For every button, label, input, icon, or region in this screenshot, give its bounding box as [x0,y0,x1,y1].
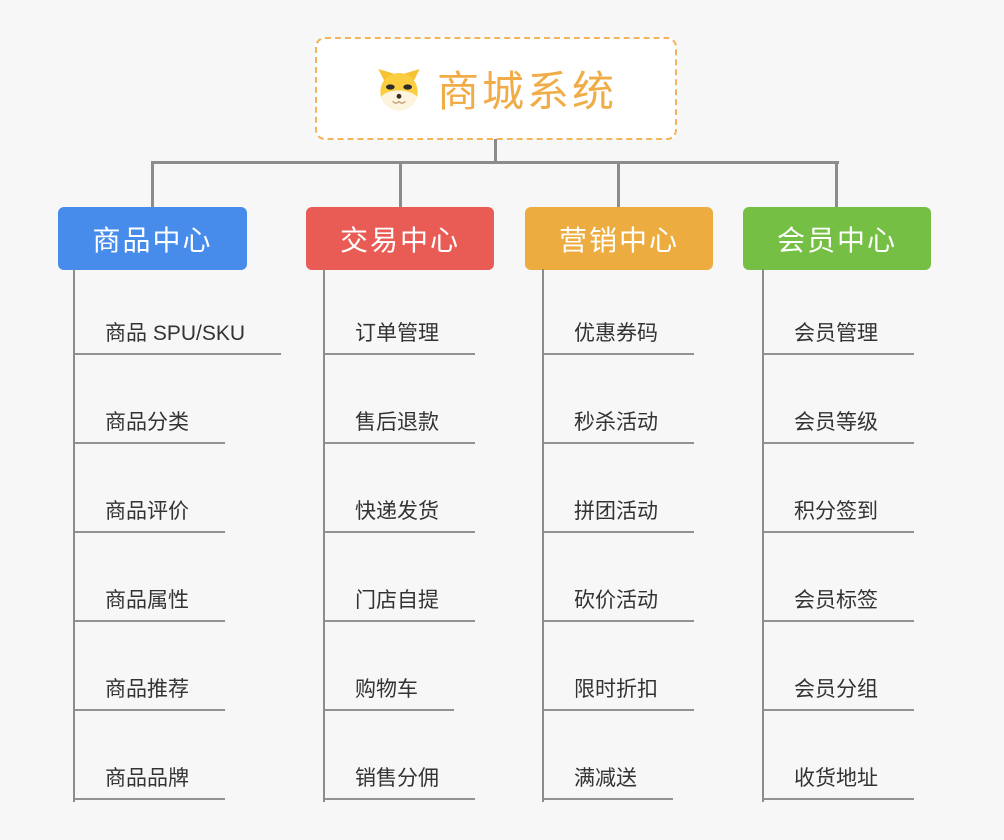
child-topic[interactable]: 收货地址 [762,711,914,800]
root-topic[interactable]: 商城系统 [315,37,677,140]
child-topic[interactable]: 积分签到 [762,444,914,533]
child-topic[interactable]: 会员标签 [762,533,914,622]
child-topic[interactable]: 门店自提 [323,533,475,622]
connector-rail [323,269,325,802]
child-topic[interactable]: 销售分佣 [323,711,475,800]
connector-stub-branch-2 [399,161,402,208]
child-topic[interactable]: 会员等级 [762,355,914,444]
dog-face-emoji-icon [378,68,420,110]
child-topic[interactable]: 秒杀活动 [542,355,694,444]
child-topic[interactable]: 快递发货 [323,444,475,533]
connector-rail [73,269,75,802]
branch-node-product-center[interactable]: 商品中心 [58,207,247,270]
child-topic[interactable]: 商品 SPU/SKU [73,269,282,355]
child-topic[interactable]: 商品品牌 [73,711,225,800]
branch-children-product-center: 商品 SPU/SKU 商品分类 商品评价 商品属性 商品推荐 商品品牌 [73,269,282,802]
branch-node-member-center[interactable]: 会员中心 [743,207,931,270]
child-topic[interactable]: 砍价活动 [542,533,694,622]
connector-root-stem [494,139,497,163]
connector-rail [542,269,544,802]
connector-stub-branch-3 [617,161,620,208]
child-topic[interactable]: 商品分类 [73,355,225,444]
child-topic[interactable]: 限时折扣 [542,622,694,711]
child-topic[interactable]: 优惠券码 [542,269,694,355]
child-topic[interactable]: 订单管理 [323,269,475,355]
child-topic[interactable]: 满减送 [542,711,673,800]
root-topic-label: 商城系统 [436,68,617,115]
connector-rail [762,269,764,802]
connector-stub-branch-4 [835,161,838,208]
branch-children-trade-center: 订单管理 售后退款 快递发货 门店自提 购物车 销售分佣 [323,269,475,802]
child-topic[interactable]: 拼团活动 [542,444,694,533]
branch-children-marketing-center: 优惠券码 秒杀活动 拼团活动 砍价活动 限时折扣 满减送 [542,269,694,802]
connector-horizontal-line [151,161,839,164]
connector-stub-branch-1 [151,161,154,208]
branch-children-member-center: 会员管理 会员等级 积分签到 会员标签 会员分组 收货地址 [762,269,914,802]
child-topic[interactable]: 会员分组 [762,622,914,711]
child-topic[interactable]: 商品属性 [73,533,225,622]
branch-node-marketing-center[interactable]: 营销中心 [525,207,713,270]
child-topic[interactable]: 购物车 [323,622,454,711]
child-topic[interactable]: 商品推荐 [73,622,225,711]
child-topic[interactable]: 会员管理 [762,269,914,355]
branch-node-trade-center[interactable]: 交易中心 [306,207,494,270]
child-topic[interactable]: 商品评价 [73,444,225,533]
child-topic[interactable]: 售后退款 [323,355,475,444]
